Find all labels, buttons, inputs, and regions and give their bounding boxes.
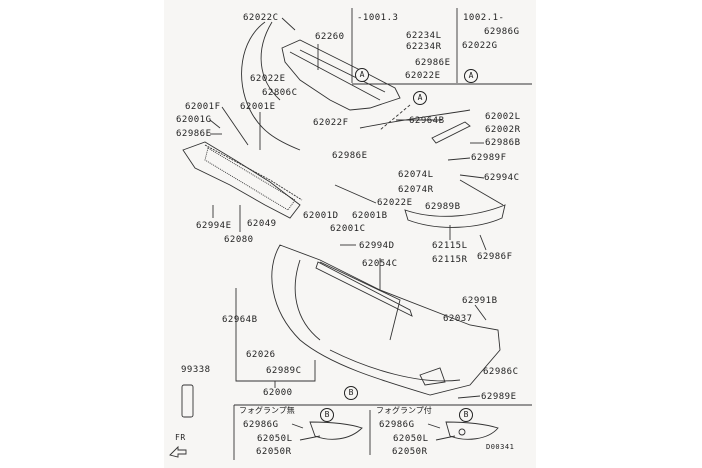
part-label[interactable]: 62986G: [243, 420, 279, 430]
touchup-bottle: [181, 384, 194, 418]
inset-frames: [233, 8, 532, 460]
part-label[interactable]: 99338: [181, 365, 211, 375]
fog-cover-right: [445, 421, 499, 440]
headlight-garnish: [431, 121, 471, 144]
part-label[interactable]: 62074L: [398, 170, 434, 180]
part-label[interactable]: 62001E: [240, 102, 276, 112]
front-bumper: [271, 244, 501, 396]
part-label[interactable]: 62986E: [332, 151, 368, 161]
direction-label: FR: [175, 433, 186, 442]
part-label[interactable]: 62989C: [266, 366, 302, 376]
ref-marker-b: B: [459, 408, 473, 422]
part-label[interactable]: 62022E: [250, 74, 286, 84]
part-label[interactable]: 62964B: [222, 315, 258, 325]
bumper-reinforcement: [315, 261, 413, 317]
inset-title-no-foglamp: フォグランプ無: [239, 406, 295, 415]
inset-range-right: 1002.1-: [463, 13, 505, 23]
part-label[interactable]: 62000: [263, 388, 293, 398]
part-label[interactable]: 62002L: [485, 112, 521, 122]
part-label[interactable]: 62050R: [392, 447, 428, 457]
part-label[interactable]: 62994E: [196, 221, 232, 231]
part-label[interactable]: 62050L: [257, 434, 293, 444]
part-label[interactable]: 62986C: [483, 367, 519, 377]
part-label[interactable]: 62986B: [485, 138, 521, 148]
part-label[interactable]: 62986G: [484, 27, 520, 37]
part-label[interactable]: 62234R: [406, 42, 442, 52]
part-label[interactable]: 62989F: [471, 153, 507, 163]
part-label[interactable]: 62002R: [485, 125, 521, 135]
radiator-support-cover: [281, 39, 401, 111]
drawing-code: D00341: [486, 443, 515, 451]
part-label[interactable]: 62001C: [330, 224, 366, 234]
part-label[interactable]: 62989B: [425, 202, 461, 212]
part-label[interactable]: 62001G: [176, 115, 212, 125]
fr-arrow: [169, 445, 187, 458]
part-label[interactable]: 62001B: [352, 211, 388, 221]
part-label[interactable]: 62964B: [409, 116, 445, 126]
part-label[interactable]: 62080: [224, 235, 254, 245]
part-label[interactable]: 62001D: [303, 211, 339, 221]
ref-marker-b: B: [320, 408, 334, 422]
part-label[interactable]: 62050R: [256, 447, 292, 457]
fog-cover-left: [309, 421, 363, 440]
inset-range-left: -1001.3: [357, 13, 399, 23]
ref-marker-b: B: [344, 386, 358, 400]
leader-lines: [209, 17, 504, 441]
part-label[interactable]: 62049: [247, 219, 277, 229]
part-label[interactable]: 62022E: [405, 71, 441, 81]
part-label[interactable]: 62037: [443, 314, 473, 324]
part-label[interactable]: 62991B: [462, 296, 498, 306]
part-label[interactable]: 62260: [315, 32, 345, 42]
part-label[interactable]: 62054C: [362, 259, 398, 269]
part-label[interactable]: 62986G: [379, 420, 415, 430]
part-label[interactable]: 62050L: [393, 434, 429, 444]
inset-title-with-foglamp: フォグランプ付: [376, 406, 432, 415]
part-label[interactable]: 62989E: [481, 392, 517, 402]
part-label[interactable]: 62022G: [462, 41, 498, 51]
part-label[interactable]: 62994D: [359, 241, 395, 251]
part-label[interactable]: 62001F: [185, 102, 221, 112]
front-grille: [182, 141, 303, 219]
part-label[interactable]: 62022F: [313, 118, 349, 128]
ref-marker-a: A: [413, 91, 427, 105]
part-label[interactable]: 62806C: [262, 88, 298, 98]
part-label[interactable]: 62074R: [398, 185, 434, 195]
ref-marker-a: A: [464, 69, 478, 83]
part-label[interactable]: 62115L: [432, 241, 468, 251]
hood-outline: [241, 21, 301, 151]
side-garnish: [404, 204, 506, 228]
part-label[interactable]: 62986E: [415, 58, 451, 68]
part-label[interactable]: 62026: [246, 350, 276, 360]
part-label[interactable]: 62986E: [176, 129, 212, 139]
part-label[interactable]: 62986F: [477, 252, 513, 262]
part-label[interactable]: 62115R: [432, 255, 468, 265]
part-label[interactable]: 62022C: [243, 13, 279, 23]
part-label[interactable]: 62022E: [377, 198, 413, 208]
part-label[interactable]: 62234L: [406, 31, 442, 41]
part-label[interactable]: 62994C: [484, 173, 520, 183]
ref-marker-a: A: [355, 68, 369, 82]
